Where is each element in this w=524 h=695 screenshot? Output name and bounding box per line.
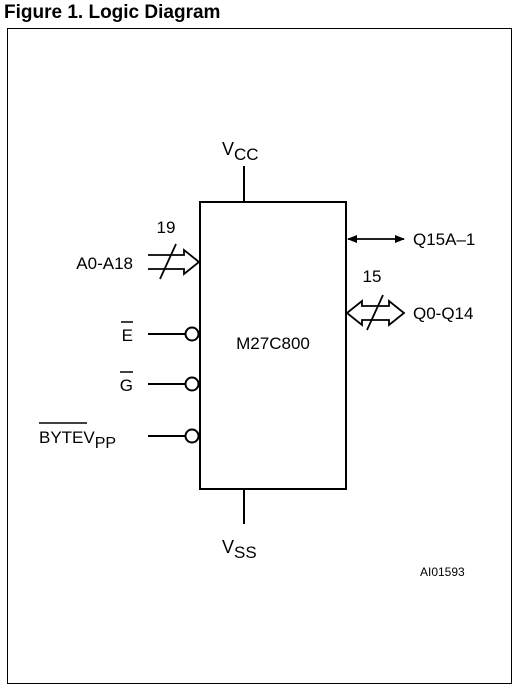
address-bus-slash <box>159 243 177 280</box>
byte-vpp-label: BYTEVPP <box>39 428 116 452</box>
vss-label: VSS <box>222 537 257 562</box>
address-label: A0-A18 <box>76 254 133 273</box>
figure-title: Figure 1. Logic Diagram <box>4 2 221 23</box>
data-bus-slash <box>366 294 384 331</box>
e-input-bubble <box>184 326 200 342</box>
q15-label: Q15A–1 <box>413 230 475 249</box>
figure-code: AI01593 <box>420 565 465 579</box>
data-bus-arrow <box>345 299 406 327</box>
chip-body <box>199 201 347 490</box>
address-width-label: 19 <box>157 218 176 237</box>
g-label: G <box>120 376 133 395</box>
byte-input-bubble <box>184 428 200 444</box>
chip-name: M27C800 <box>236 334 310 353</box>
address-bus-arrow <box>148 248 201 276</box>
diagram-frame <box>7 28 512 684</box>
e-label: E <box>122 326 133 345</box>
g-input-bubble <box>184 376 200 392</box>
data-width-label: 15 <box>363 267 382 286</box>
data-label: Q0-Q14 <box>413 304 473 323</box>
vcc-label: VCC <box>222 139 259 164</box>
